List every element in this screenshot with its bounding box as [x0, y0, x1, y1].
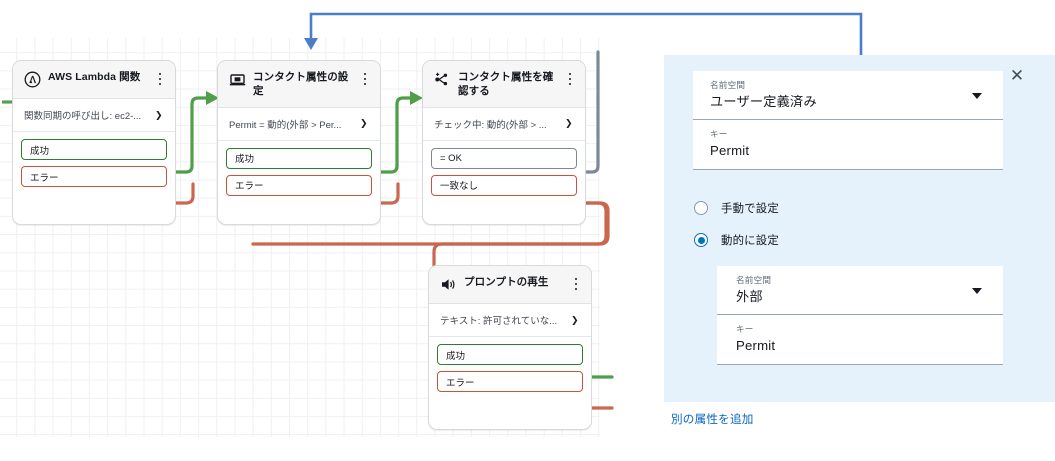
node-header[interactable]: プロンプトの再生: [429, 266, 591, 304]
port-error[interactable]: エラー: [437, 371, 583, 392]
radio-manual-label: 手動で設定: [721, 203, 779, 215]
key-inner-label: キー: [736, 324, 754, 335]
node-header[interactable]: コンタクト属性の設定: [218, 61, 380, 108]
namespace-outer-label: 名前空間: [710, 80, 746, 90]
radio-dynamic-indicator[interactable]: [694, 233, 708, 247]
close-icon[interactable]: ✕: [1009, 65, 1025, 85]
node-ports: = OK 一致なし: [423, 141, 585, 204]
add-another-attribute-link[interactable]: 別の属性を追加: [671, 413, 754, 426]
port-success[interactable]: 成功: [21, 139, 167, 160]
node-ports: 成功 エラー: [13, 132, 175, 195]
node-check-contact-attributes[interactable]: コンタクト属性を確認する チェック中: 動的(外部 > ... ❯ = OK 一…: [422, 60, 586, 225]
node-title: コンタクト属性を確認する: [458, 71, 554, 97]
node-menu-icon[interactable]: [154, 70, 166, 85]
node-subtitle: Permit = 動的(外部 > Per...: [229, 119, 342, 131]
node-subtitle-row[interactable]: Permit = 動的(外部 > Per... ❯: [218, 108, 380, 141]
chevron-down-icon[interactable]: ❯: [565, 118, 573, 129]
namespace-outer-value: ユーザー定義済み: [710, 94, 817, 110]
chevron-down-icon[interactable]: ❯: [571, 314, 579, 325]
key-outer-label: キー: [710, 129, 728, 140]
node-subtitle: 関数同期の呼び出し: ec2-...: [24, 111, 142, 122]
namespace-inner-field[interactable]: 名前空間 外部: [717, 266, 1003, 316]
chevron-down-icon[interactable]: [972, 93, 982, 100]
namespace-inner-label: 名前空間: [736, 275, 772, 285]
key-outer-field[interactable]: キー Permit: [693, 120, 1003, 170]
port-ok[interactable]: = OK: [431, 147, 577, 169]
node-menu-icon[interactable]: [359, 70, 371, 85]
node-menu-icon[interactable]: [564, 70, 576, 85]
node-header[interactable]: AWS Lambda 関数: [13, 61, 175, 99]
port-success[interactable]: 成功: [437, 344, 583, 365]
node-subtitle: テキスト: 許可されていな...: [440, 316, 558, 327]
node-ports: 成功 エラー: [218, 141, 380, 204]
node-play-prompt[interactable]: プロンプトの再生 テキスト: 許可されていな... ❯ 成功 エラー: [428, 265, 592, 430]
outer-attribute-card: 名前空間 ユーザー定義済み キー Permit: [693, 71, 1003, 170]
inner-attribute-card: 名前空間 外部 キー Permit: [717, 266, 1003, 365]
port-success[interactable]: 成功: [226, 147, 372, 169]
node-ports: 成功 エラー: [429, 337, 591, 400]
node-title: プロンプトの再生: [464, 276, 549, 288]
node-header[interactable]: コンタクト属性を確認する: [423, 61, 585, 108]
node-title: AWS Lambda 関数: [48, 71, 141, 83]
speaker-icon: [440, 276, 457, 293]
check-contact-attributes-icon: [434, 71, 451, 88]
namespace-outer-field[interactable]: 名前空間 ユーザー定義済み: [693, 71, 1003, 121]
port-error[interactable]: エラー: [226, 174, 372, 196]
node-title: コンタクト属性の設定: [253, 71, 349, 97]
port-no-match[interactable]: 一致なし: [431, 174, 577, 196]
node-aws-lambda[interactable]: AWS Lambda 関数 関数同期の呼び出し: ec2-... ❯ 成功 エラ…: [12, 60, 176, 225]
node-menu-icon[interactable]: [570, 275, 582, 290]
set-contact-attributes-icon: [229, 71, 246, 88]
port-error[interactable]: エラー: [21, 166, 167, 187]
radio-dynamic[interactable]: 動的に設定: [694, 232, 779, 248]
radio-dynamic-label: 動的に設定: [721, 235, 779, 247]
chevron-down-icon[interactable]: [972, 288, 982, 295]
key-inner-value: Permit: [736, 338, 776, 354]
key-inner-field[interactable]: キー Permit: [717, 315, 1003, 365]
aws-lambda-icon: [24, 71, 41, 88]
key-outer-value: Permit: [710, 143, 750, 159]
node-subtitle: チェック中: 動的(外部 > ...: [434, 119, 547, 131]
node-subtitle-row[interactable]: チェック中: 動的(外部 > ... ❯: [423, 108, 585, 141]
node-subtitle-row[interactable]: 関数同期の呼び出し: ec2-... ❯: [13, 99, 175, 132]
radio-manual[interactable]: 手動で設定: [694, 200, 779, 216]
radio-manual-indicator[interactable]: [694, 201, 708, 215]
node-set-contact-attributes[interactable]: コンタクト属性の設定 Permit = 動的(外部 > Per... ❯ 成功 …: [217, 60, 381, 225]
namespace-inner-value: 外部: [736, 289, 763, 305]
node-subtitle-row[interactable]: テキスト: 許可されていな... ❯: [429, 304, 591, 337]
chevron-down-icon[interactable]: ❯: [360, 118, 368, 129]
chevron-down-icon[interactable]: ❯: [155, 109, 163, 120]
